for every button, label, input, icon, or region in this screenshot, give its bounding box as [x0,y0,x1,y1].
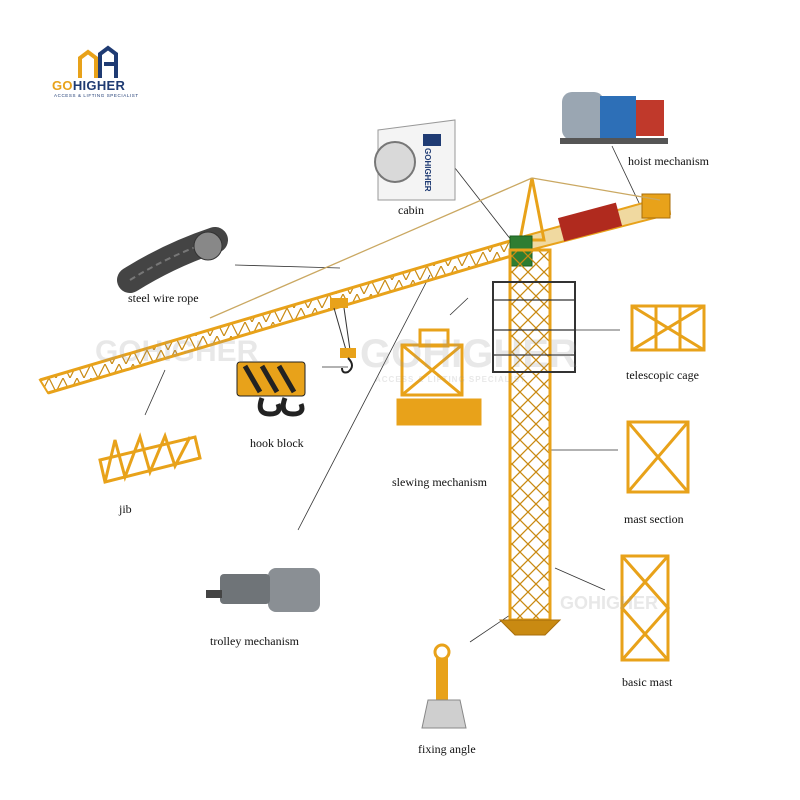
crane-mast [492,248,576,636]
leader-lines [144,145,641,643]
watermark-tagline: ACCESS & LIFTING SPECIALIST [375,375,527,384]
fixing-angle-illustration [421,643,467,729]
basic-mast-illustration [619,554,671,662]
label-jib: jib [119,502,132,516]
telescopic-cage-illustration [630,304,706,352]
hook-block-illustration [236,361,306,417]
hoist-mechanism-illustration [560,92,668,144]
label-hoist-mechanism: hoist mechanism [628,154,709,168]
label-slewing-mechanism: slewing mechanism [392,475,487,489]
label-steel-wire-rope: steel wire rope [128,291,199,305]
label-hook-block: hook block [250,436,304,450]
label-telescopic-cage: telescopic cage [626,368,699,382]
slewing-mechanism-illustration [396,328,482,426]
watermark-text: GOHIGHER [95,335,259,368]
jib-section-illustration [98,431,202,484]
brand-tagline: ACCESS & LIFTING SPECIALIST [54,93,139,98]
label-cabin: cabin [398,203,424,217]
watermark-text: GOHIGHER [560,593,659,613]
label-mast-section: mast section [624,512,684,526]
brand-name-prefix: GO [52,78,73,93]
jib-trolley-hook [330,298,356,374]
brand-name: GOHIGHER [52,78,125,93]
watermark-text: GOHIGHER [360,332,578,376]
gohigher-logo-icon [78,45,118,78]
brand-name-suffix: HIGHER [72,78,126,93]
trolley-mechanism-illustration [206,568,320,612]
label-fixing-angle: fixing angle [418,742,476,756]
label-trolley-mechanism: trolley mechanism [210,634,299,648]
cabin-illustration [374,119,456,201]
label-basic-mast: basic mast [622,675,673,689]
cabin-brand-text: GOHIGHER [423,148,432,192]
mast-section-illustration [626,420,690,494]
steel-wire-rope-illustration [117,227,228,293]
